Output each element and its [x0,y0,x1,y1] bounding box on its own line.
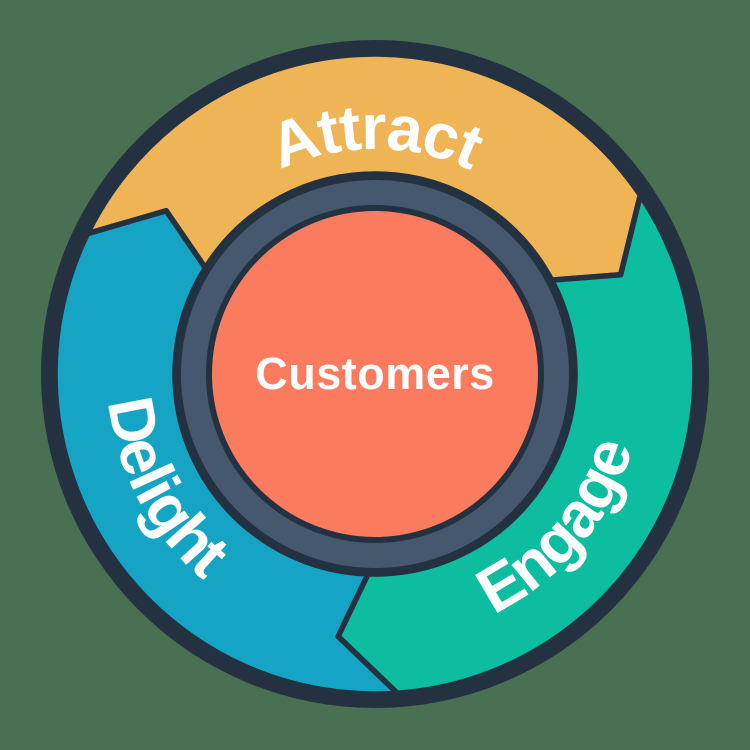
customers-label: Customers [255,348,495,399]
hub-circle [206,205,544,543]
